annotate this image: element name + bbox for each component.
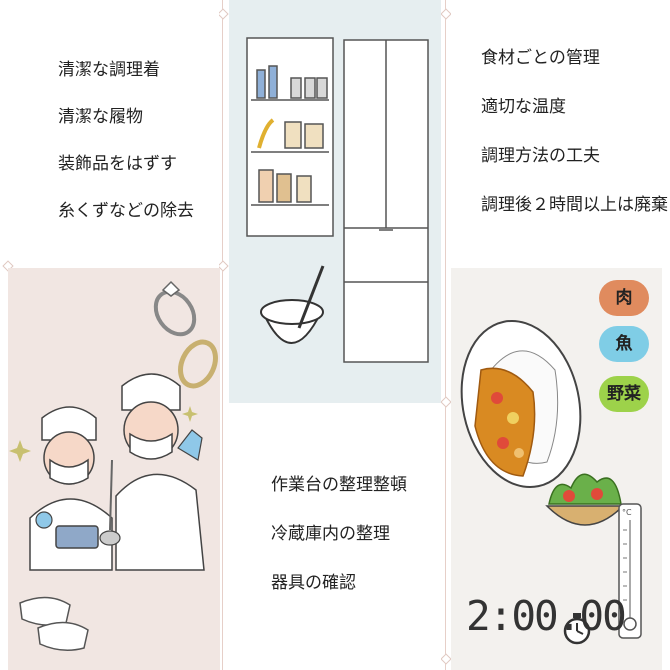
ring-icon (178, 339, 218, 389)
list-item: 調理方法の工夫 (481, 146, 600, 166)
divider-diamond (440, 653, 452, 665)
mixing-bowl-icon (260, 265, 325, 344)
meat-badge: 肉 (599, 280, 649, 316)
list-item: 清潔な履物 (58, 107, 143, 127)
environment-list: 作業台の整理整頓 冷蔵庫内の整理 器具の確認 (271, 473, 407, 620)
separator-left (222, 0, 223, 670)
refrigerator-icon (343, 39, 429, 363)
environment-illustration-panel (229, 0, 441, 403)
separator-right (445, 0, 446, 670)
list-item: 糸くずなどの除去 (58, 201, 194, 221)
list-item: 調理後２時間以上は廃棄 (481, 195, 668, 215)
stopwatch-icon (563, 613, 591, 645)
list-item: 作業台の整理整頓 (271, 475, 407, 495)
list-item: 清潔な調理着 (58, 60, 160, 80)
food-management-list: 食材ごとの管理 適切な温度 調理方法の工夫 調理後２時間以上は廃棄 (481, 46, 668, 242)
chef-icon (29, 406, 113, 571)
salad-icon (545, 473, 625, 526)
ring-icon (153, 280, 197, 337)
fish-badge: 魚 (599, 326, 649, 362)
personal-hygiene-panel: 清潔な調理着 清潔な履物 装飾品をはずす 糸くずなどの除去 (14, 0, 219, 268)
thermometer-icon (618, 503, 642, 639)
vegetable-badge: 野菜 (599, 376, 649, 412)
shoes-icon (19, 596, 89, 651)
list-item: 装飾品をはずす (58, 154, 177, 174)
food-illustration-panel: 肉 魚 野菜 2:00.00 °C (451, 268, 662, 670)
environment-panel: 作業台の整理整頓 冷蔵庫内の整理 器具の確認 (229, 403, 441, 670)
personal-hygiene-list: 清潔な調理着 清潔な履物 装飾品をはずす 糸くずなどの除去 (58, 58, 194, 246)
list-item: 器具の確認 (271, 573, 356, 593)
chef-icon (99, 373, 205, 571)
timer-display: 2:00.00 (466, 592, 627, 640)
divider-diamond (440, 8, 452, 20)
curry-plate-icon (460, 319, 582, 489)
list-item: 適切な温度 (481, 97, 566, 117)
hygiene-illustration-panel (8, 268, 220, 670)
food-management-panel: 食材ごとの管理 適切な温度 調理方法の工夫 調理後２時間以上は廃棄 (451, 0, 668, 268)
list-item: 冷蔵庫内の整理 (271, 524, 390, 544)
divider-diamond (217, 8, 229, 20)
thermometer-unit: °C (622, 508, 632, 517)
divider-diamond (440, 396, 452, 408)
shelf-icon (246, 37, 334, 237)
list-item: 食材ごとの管理 (481, 48, 600, 68)
sparkle-icon (9, 406, 198, 462)
